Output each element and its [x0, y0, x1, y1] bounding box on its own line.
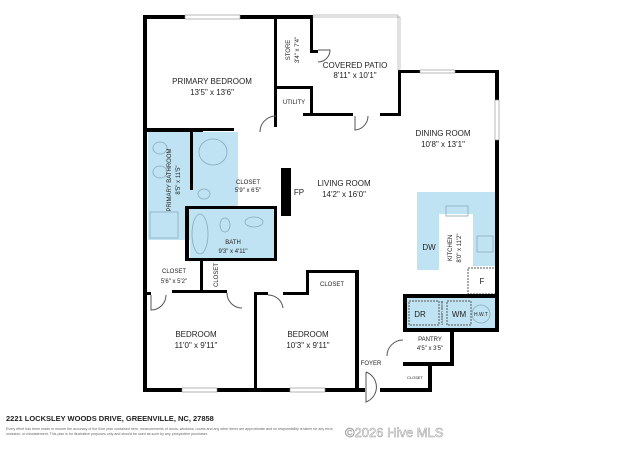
disclaimer-text: Every effort has been made to ensure the…	[6, 427, 334, 436]
fridge-label: F	[480, 277, 485, 286]
closet-primary-label: CLOSET	[236, 180, 260, 186]
sink-icon	[152, 141, 168, 155]
dryer-box	[408, 300, 440, 326]
washer-box	[446, 300, 472, 326]
kitchen-counter-island	[417, 214, 439, 270]
sink-icon	[244, 216, 264, 228]
store-label: STORE	[286, 40, 292, 61]
watermark: ©2026 Hive MLS	[345, 425, 444, 441]
utility-label: UTILITY	[283, 100, 305, 106]
tub-icon	[198, 138, 228, 166]
bathtub-icon	[191, 213, 209, 255]
pantry-label: PANTRY	[418, 337, 442, 343]
closet-foyer-label: CLOSET	[407, 375, 424, 380]
dryer-label: DR	[414, 310, 426, 319]
primary-bathroom-label: PRIMARY BATHROOM	[167, 148, 173, 211]
sink-icon	[152, 165, 168, 179]
primary-bedroom-size: 13'5" x 13'6"	[190, 88, 234, 97]
closet-primary-size: 5'9" x 6'5"	[235, 188, 261, 194]
kitchen-label: KITCHEN	[448, 235, 454, 261]
dining-room-size: 10'8" x 13'1"	[421, 140, 465, 149]
shower-icon	[149, 211, 179, 239]
closet-hall-label: CLOSET	[162, 269, 186, 275]
windows	[181, 14, 500, 393]
store-size: 3'4" x 7'4"	[295, 37, 301, 63]
property-address: 2221 LOCKSLEY WOODS DRIVE, GREENVILLE, N…	[6, 414, 214, 423]
toilet-icon	[197, 188, 211, 200]
dishwasher-label: DW	[422, 243, 436, 252]
living-room-size: 14'2" x 16'0"	[322, 190, 366, 199]
fireplace-label: FP	[294, 188, 304, 197]
bedroom1-size: 11'0" x 9'11"	[175, 341, 218, 350]
walls	[143, 15, 499, 392]
stove-icon	[476, 235, 494, 253]
primary-bedroom-label: PRIMARY BEDROOM	[172, 77, 252, 86]
kitchen-sink-icon	[445, 205, 469, 217]
water-heater-icon	[471, 304, 491, 324]
living-room-label: LIVING ROOM	[317, 179, 371, 188]
foyer-label: FOYER	[361, 361, 382, 367]
bedroom2-size: 10'3" x 9'11"	[286, 341, 329, 350]
bath-label: BATH	[225, 240, 241, 246]
laundry-label: LAUNDRY ROOM	[440, 300, 444, 325]
doors	[150, 49, 404, 403]
closet-linen-label: CLOSET	[214, 263, 220, 287]
toilet-icon	[219, 217, 231, 233]
water-heater-label: H.W.T	[474, 312, 488, 318]
bedroom2-label: BEDROOM	[287, 330, 329, 339]
covered-patio-label: COVERED PATIO	[323, 61, 388, 70]
kitchen-counter-top	[417, 192, 497, 214]
dining-room-label: DINING ROOM	[415, 129, 470, 138]
covered-patio-size: 8'11" x 10'1"	[333, 71, 376, 80]
bedroom1-label: BEDROOM	[175, 330, 217, 339]
primary-bathroom-size: 8'5" x 11'5"	[176, 165, 182, 194]
bath-size: 9'3" x 4'11"	[218, 249, 247, 255]
closet-bedroom2-label: CLOSET	[320, 282, 344, 288]
pantry-size: 4'5" x 3'5"	[417, 346, 443, 352]
closet-hall-size: 5'6" x 5'2"	[161, 279, 187, 285]
kitchen-size: 8'0" x 11'2"	[457, 233, 463, 262]
washer-label: WM	[452, 310, 467, 319]
